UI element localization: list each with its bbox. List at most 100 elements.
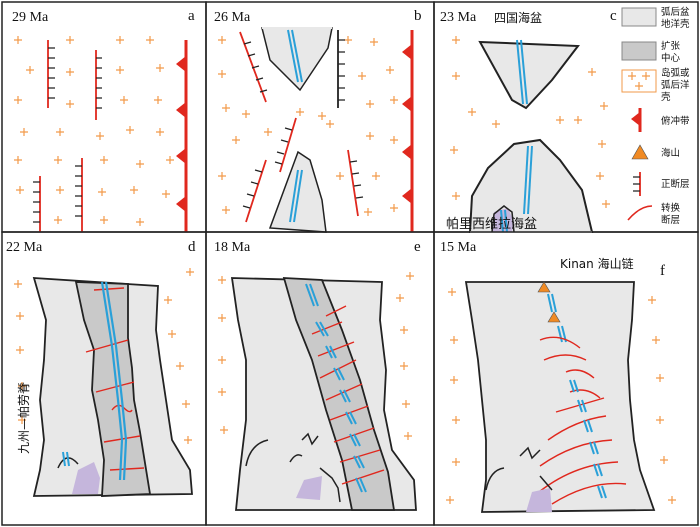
plus-mark [135,159,145,169]
legend: 弧后盆 地洋壳 扩张 中心 岛弧或 弧后洋 壳 俯冲带 海山 正断层 [621,6,690,226]
panel-e-age: 18 Ma [214,240,251,255]
plus-mark [467,107,477,117]
plus-mark [55,185,65,195]
seamount-1-icon [537,281,551,293]
plus-mark [155,63,165,73]
panel-a-letter: a [188,8,195,24]
plus-mark [53,155,63,165]
panel-c-letter: c [610,8,617,24]
normal-fault-b4 [242,159,267,223]
plus-mark [599,101,609,111]
rift-f-segments [569,379,607,499]
plus-mark [595,171,605,181]
plus-mark [217,35,227,45]
legend-seamount-label: 海山 [661,147,680,159]
plus-mark [647,295,657,305]
shikoku-basin [478,40,580,110]
plus-mark [217,387,227,397]
plus-mark [53,215,63,225]
plus-mark [241,109,251,119]
plus-mark [99,215,109,225]
panel-d-age: 22 Ma [6,240,43,255]
plus-mark [219,425,229,435]
plus-mark [451,71,461,81]
rift-c-lower [500,145,533,233]
seamount-2-icon [547,311,561,323]
plus-mark [295,107,305,117]
legend-normal-fault-label: 正断层 [661,178,690,190]
plus-mark [451,415,461,425]
plus-mark [491,119,501,129]
legend-seamount-icon [631,144,649,160]
plus-mark [389,95,399,105]
plus-mark [217,355,227,365]
plus-mark [365,131,375,141]
plus-mark [163,295,173,305]
plus-mark [231,135,241,145]
panel-d: 22 Ma d 九州—帕劳脊 [1,231,207,526]
plus-mark [395,293,405,303]
plus-mark [65,67,75,77]
panel-b: 26 Ma b [205,1,435,233]
panel-d-letter: d [188,239,196,255]
plus-mark [13,95,23,105]
plus-mark [221,205,231,215]
normal-fault-b2 [337,30,345,108]
legend-transform-fault-symbol [627,205,653,221]
plus-mark [115,65,125,75]
plus-mark [403,431,413,441]
panel-f: 15 Ma f Kinan 海山链 [433,231,699,526]
plus-mark [317,111,327,121]
plus-mark [217,313,227,323]
legend-island-arc-line1: 岛弧或 [661,67,690,79]
plus-mark [451,191,461,201]
plus-mark [389,135,399,145]
rift-b-lower [289,169,303,223]
plus-mark [447,287,457,297]
legend-spreading-center-line1: 扩张 [661,40,681,52]
panel-c-age: 23 Ma [440,10,477,25]
plus-mark [185,267,195,277]
panel-a: 29 Ma a [1,1,207,233]
plus-mark [651,335,661,345]
panel-c: 23 Ma c 四国海盆 帕里西维拉海盆 弧后盆 地洋壳 扩张 中心 岛弧或 弧… [433,1,699,233]
plus-mark [155,127,165,137]
purple-area-e [296,476,322,500]
purple-area-d [72,462,100,494]
plus-mark [15,345,25,355]
normal-fault-a2 [95,50,102,120]
legend-backarc-crust-swatch [621,7,657,27]
plus-mark [363,207,373,217]
plus-mark [13,155,23,165]
legend-subduction-symbol [631,108,642,132]
legend-island-arc-line2: 弧后洋 [661,79,690,91]
legend-normal-fault-symbol [633,172,641,196]
plus-mark [19,127,29,137]
plus-mark [655,415,665,425]
rift-d [100,281,128,481]
plus-mark [667,495,677,505]
transform-faults-d [85,287,145,471]
plus-mark [97,187,107,197]
plus-mark [325,119,335,129]
plus-mark [399,325,409,335]
plus-mark [145,35,155,45]
legend-spreading-center-swatch [621,41,657,61]
normal-fault-a3 [33,176,41,232]
plus-mark [369,37,379,47]
plus-mark [217,69,227,79]
panel-b-age: 26 Ma [214,10,251,25]
plus-mark [449,145,459,155]
subduction-zone-b [402,30,414,232]
plus-mark [153,95,163,105]
legend-backarc-crust-line2: 地洋壳 [661,18,690,30]
plus-mark [125,125,135,135]
plus-mark [13,279,23,289]
plus-mark [385,65,395,75]
plus-mark [555,115,565,125]
plus-mark [167,329,177,339]
plus-mark [183,435,193,445]
plus-mark [15,185,25,195]
plus-mark [449,335,459,345]
